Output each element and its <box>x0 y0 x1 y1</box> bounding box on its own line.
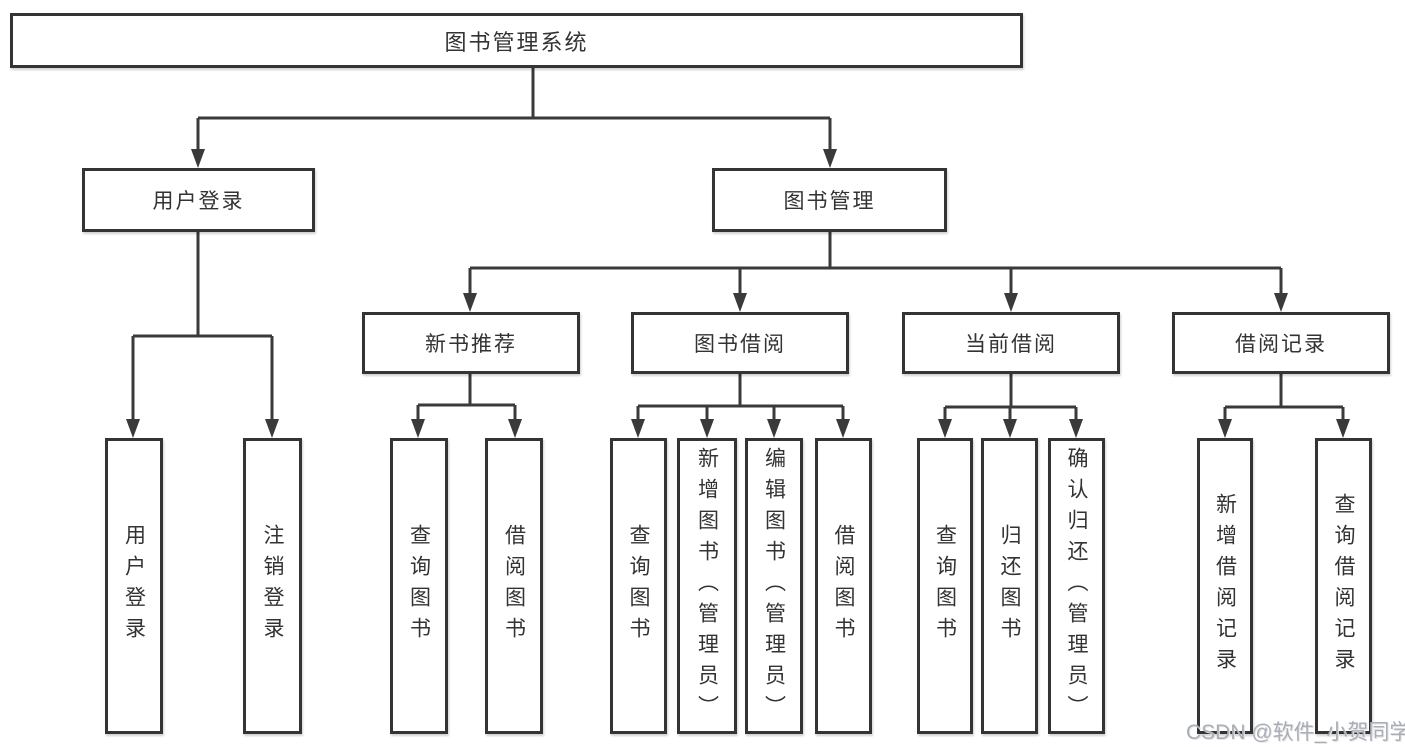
leaf-records-add-record-label: 新增借阅记录 <box>1213 493 1237 679</box>
node-new-book-recommend: 新书推荐 <box>362 312 580 374</box>
leaf-logout-label: 注销登录 <box>261 524 284 648</box>
node-user-login-label: 用户登录 <box>152 190 245 213</box>
node-book-borrowing-label: 图书借阅 <box>694 333 786 356</box>
leaf-newbook-query-book: 查询图书 <box>390 438 448 734</box>
leaf-borrowing-edit-book-admin: 编辑图书（管理员） <box>745 438 803 734</box>
leaf-user-login: 用户登录 <box>105 438 163 734</box>
node-user-login: 用户登录 <box>82 168 315 232</box>
leaf-current-query-book: 查询图书 <box>917 438 973 734</box>
node-borrowing-records: 借阅记录 <box>1172 312 1390 374</box>
connector-book-mgmt-to-level3 <box>463 232 1288 312</box>
node-book-management-label: 图书管理 <box>783 190 876 213</box>
node-root-system: 图书管理系统 <box>10 13 1023 68</box>
leaf-records-query-record-label: 查询借阅记录 <box>1332 493 1355 679</box>
node-book-borrowing: 图书借阅 <box>631 312 849 374</box>
node-current-borrowing-label: 当前借阅 <box>965 333 1057 356</box>
leaf-current-confirm-return-admin: 确认归还（管理员） <box>1048 438 1105 734</box>
leaf-records-add-record: 新增借阅记录 <box>1197 438 1253 734</box>
leaf-current-return-book-label: 归还图书 <box>998 524 1021 648</box>
leaf-borrowing-borrow-book-label: 借阅图书 <box>832 524 855 648</box>
leaf-borrowing-query-book-label: 查询图书 <box>627 524 650 648</box>
leaf-newbook-borrow-book: 借阅图书 <box>485 438 543 734</box>
connector-new-book-to-leaves <box>411 374 522 438</box>
leaf-current-return-book: 归还图书 <box>981 438 1038 734</box>
node-current-borrowing: 当前借阅 <box>902 312 1120 374</box>
leaf-newbook-query-book-label: 查询图书 <box>407 524 431 648</box>
leaf-user-login-label: 用户登录 <box>122 524 146 648</box>
leaf-current-query-book-label: 查询图书 <box>933 524 957 648</box>
node-borrowing-records-label: 借阅记录 <box>1235 333 1327 356</box>
connector-borrow-records-to-leaves <box>1218 374 1350 438</box>
leaf-current-confirm-return-admin-label: 确认归还（管理员） <box>1065 446 1088 726</box>
leaf-borrowing-borrow-book: 借阅图书 <box>815 438 872 734</box>
node-root-label: 图书管理系统 <box>444 29 589 55</box>
leaf-borrowing-add-book-admin: 新增图书（管理员） <box>677 438 737 734</box>
connector-root-to-level2 <box>191 67 837 168</box>
connector-current-borrow-to-leaves <box>938 374 1083 438</box>
connector-book-borrow-to-leaves <box>631 374 850 438</box>
leaf-records-query-record: 查询借阅记录 <box>1315 438 1372 734</box>
connector-user-login-to-leaves <box>126 232 279 438</box>
leaf-borrowing-edit-book-admin-label: 编辑图书（管理员） <box>762 446 786 726</box>
leaf-borrowing-add-book-admin-label: 新增图书（管理员） <box>695 446 719 726</box>
leaf-logout: 注销登录 <box>243 438 302 734</box>
csdn-watermark: CSDN @软件_小贺同学 <box>1186 721 1405 744</box>
node-book-management: 图书管理 <box>712 168 947 232</box>
node-new-book-recommend-label: 新书推荐 <box>425 333 517 356</box>
leaf-borrowing-query-book: 查询图书 <box>610 438 667 734</box>
leaf-newbook-borrow-book-label: 借阅图书 <box>502 524 526 648</box>
